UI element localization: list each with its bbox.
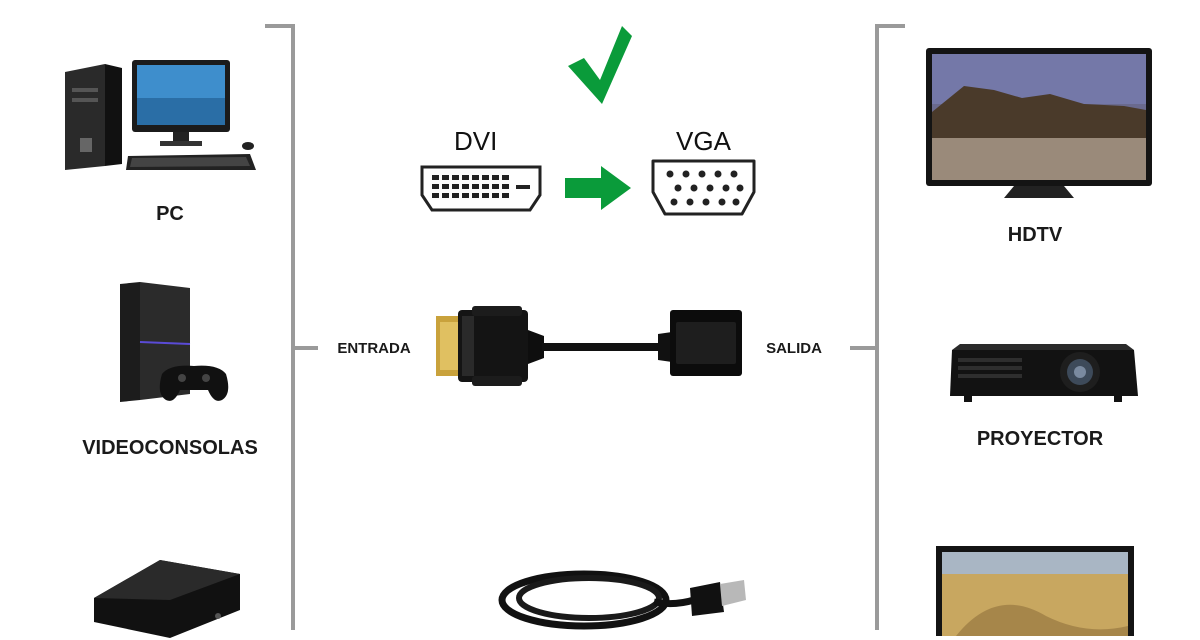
desktop-pc-icon <box>65 60 256 170</box>
input-label: ENTRADA <box>337 340 411 357</box>
arrow-right-icon <box>565 166 631 210</box>
device-label-proyector: PROYECTOR <box>976 428 1104 450</box>
check-icon <box>568 26 632 104</box>
dvi-label: DVI <box>454 126 498 156</box>
vga-connector-icon <box>651 159 756 216</box>
usb-cable-icon <box>498 570 746 630</box>
dvi-to-vga-adapter-icon <box>436 306 742 386</box>
device-label-pc: PC <box>156 203 184 225</box>
game-console-icon <box>120 282 229 402</box>
device-label-videoconsolas: VIDEOCONSOLAS <box>82 437 258 459</box>
projector-icon <box>950 344 1138 402</box>
monitor-icon <box>936 546 1134 636</box>
media-box-icon <box>94 560 240 638</box>
dvi-connector-icon <box>420 165 542 212</box>
check-mark <box>568 26 632 104</box>
vga-label: VGA <box>676 126 731 156</box>
device-label-hdtv: HDTV <box>1007 224 1063 246</box>
output-label: SALIDA <box>766 340 822 357</box>
hdtv-icon <box>926 48 1152 198</box>
